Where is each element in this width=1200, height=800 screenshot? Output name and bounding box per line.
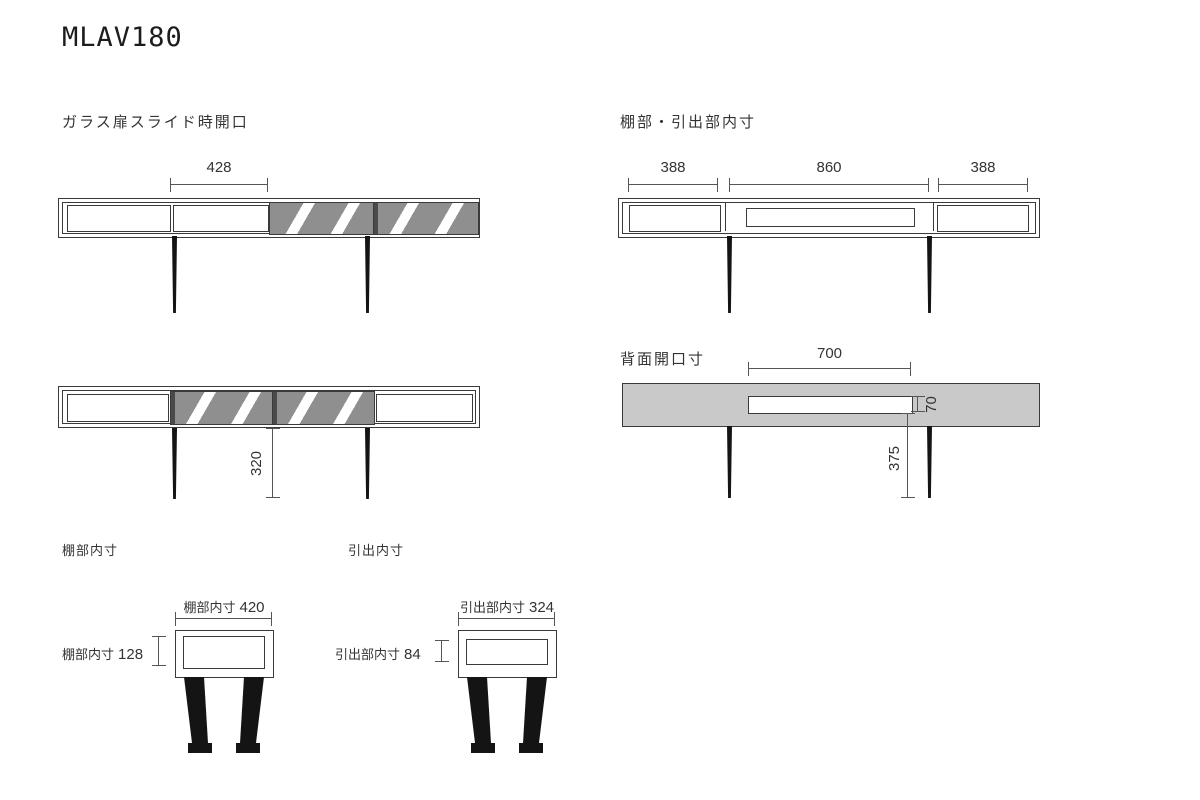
drawer-height-label: 引出部内寸 xyxy=(335,647,401,662)
dim-70-value: 70 xyxy=(922,396,940,413)
section-label-shelf-drawer: 棚部・引出部内寸 xyxy=(620,114,757,131)
shelf-width-dim-label: 棚部内寸 420 xyxy=(163,597,285,616)
dim-320-value: 320 xyxy=(248,450,266,477)
dim-428-value: 428 xyxy=(206,159,232,176)
cabinet-front-view-doors-center xyxy=(58,386,480,428)
glass-door-edge xyxy=(374,203,378,234)
shelf-compartment-left xyxy=(629,205,721,232)
glass-door-left xyxy=(269,202,374,235)
glass-door-edge xyxy=(273,392,277,424)
dim-388-right-value: 388 xyxy=(970,159,996,176)
leg xyxy=(365,428,370,499)
drawer-side-view xyxy=(458,630,557,678)
drawer-height-dim-label: 引出部内寸 84 xyxy=(335,644,421,663)
leg xyxy=(172,236,177,313)
drawer-height-value: 84 xyxy=(404,646,421,663)
cabinet-front-view-open xyxy=(618,198,1040,238)
glass-door-right xyxy=(272,391,375,425)
shelf-width-label: 棚部内寸 xyxy=(183,600,236,615)
dim-375-line xyxy=(901,413,915,498)
back-panel-view xyxy=(622,383,1040,427)
section-label-back-opening: 背面開口寸 xyxy=(620,351,706,368)
dim-428-line xyxy=(170,178,268,192)
back-opening-cutout xyxy=(748,396,913,414)
pedestal-leg-frame xyxy=(184,677,264,753)
glass-door-right xyxy=(373,202,479,235)
dim-324-line xyxy=(458,612,555,626)
glass-door-edge xyxy=(171,392,175,424)
dim-388-left-value: 388 xyxy=(660,159,686,176)
dim-320-line xyxy=(266,428,280,498)
leg xyxy=(727,426,732,498)
open-slide-gap xyxy=(173,205,269,232)
dim-388-left-line xyxy=(628,178,718,192)
shelf-height-value: 128 xyxy=(118,646,144,663)
leg xyxy=(365,236,370,313)
section-label-shelf-detail: 棚部内寸 xyxy=(62,543,119,558)
compartment-divider xyxy=(725,202,726,231)
dim-70-line xyxy=(911,396,925,412)
shelf-side-view xyxy=(175,630,274,678)
leg xyxy=(927,236,932,313)
compartment-divider xyxy=(933,202,934,231)
dim-375-value: 375 xyxy=(886,445,904,472)
shelf-height-label: 棚部内寸 xyxy=(62,647,115,662)
shelf-width-value: 420 xyxy=(239,599,265,616)
leg xyxy=(927,426,932,498)
drawer-width-label: 引出部内寸 xyxy=(459,600,525,615)
section-label-glass-slide: ガラス扉スライド時開口 xyxy=(62,114,249,131)
dim-700-value: 700 xyxy=(816,345,843,362)
dim-700-line xyxy=(748,362,911,376)
cabinet-inner-frame xyxy=(622,202,1036,234)
dim-128-line xyxy=(152,636,166,666)
section-label-drawer-detail: 引出内寸 xyxy=(348,543,405,558)
leg xyxy=(172,428,177,499)
drawer-width-value: 324 xyxy=(528,599,555,616)
open-shelf-left xyxy=(67,205,171,232)
dim-860-value: 860 xyxy=(816,159,842,176)
leg xyxy=(727,236,732,313)
shelf-height-dim-label: 棚部内寸 128 xyxy=(62,644,143,663)
open-shelf-left xyxy=(67,394,169,422)
drawer-compartment-center xyxy=(746,208,915,227)
dim-420-line xyxy=(175,612,272,626)
cabinet-front-view-doors-right xyxy=(58,198,480,238)
drawer-opening xyxy=(466,639,548,665)
dim-84-line xyxy=(435,640,449,662)
pedestal-leg-frame xyxy=(467,677,547,753)
drawer-width-dim-label: 引出部内寸 324 xyxy=(446,597,568,616)
shelf-opening xyxy=(183,636,265,669)
open-shelf-right xyxy=(376,394,473,422)
shelf-compartment-right xyxy=(937,205,1029,232)
dim-860-line xyxy=(729,178,929,192)
dim-388-right-line xyxy=(938,178,1028,192)
product-title: MLAV180 xyxy=(62,22,183,53)
glass-door-left xyxy=(170,391,273,425)
